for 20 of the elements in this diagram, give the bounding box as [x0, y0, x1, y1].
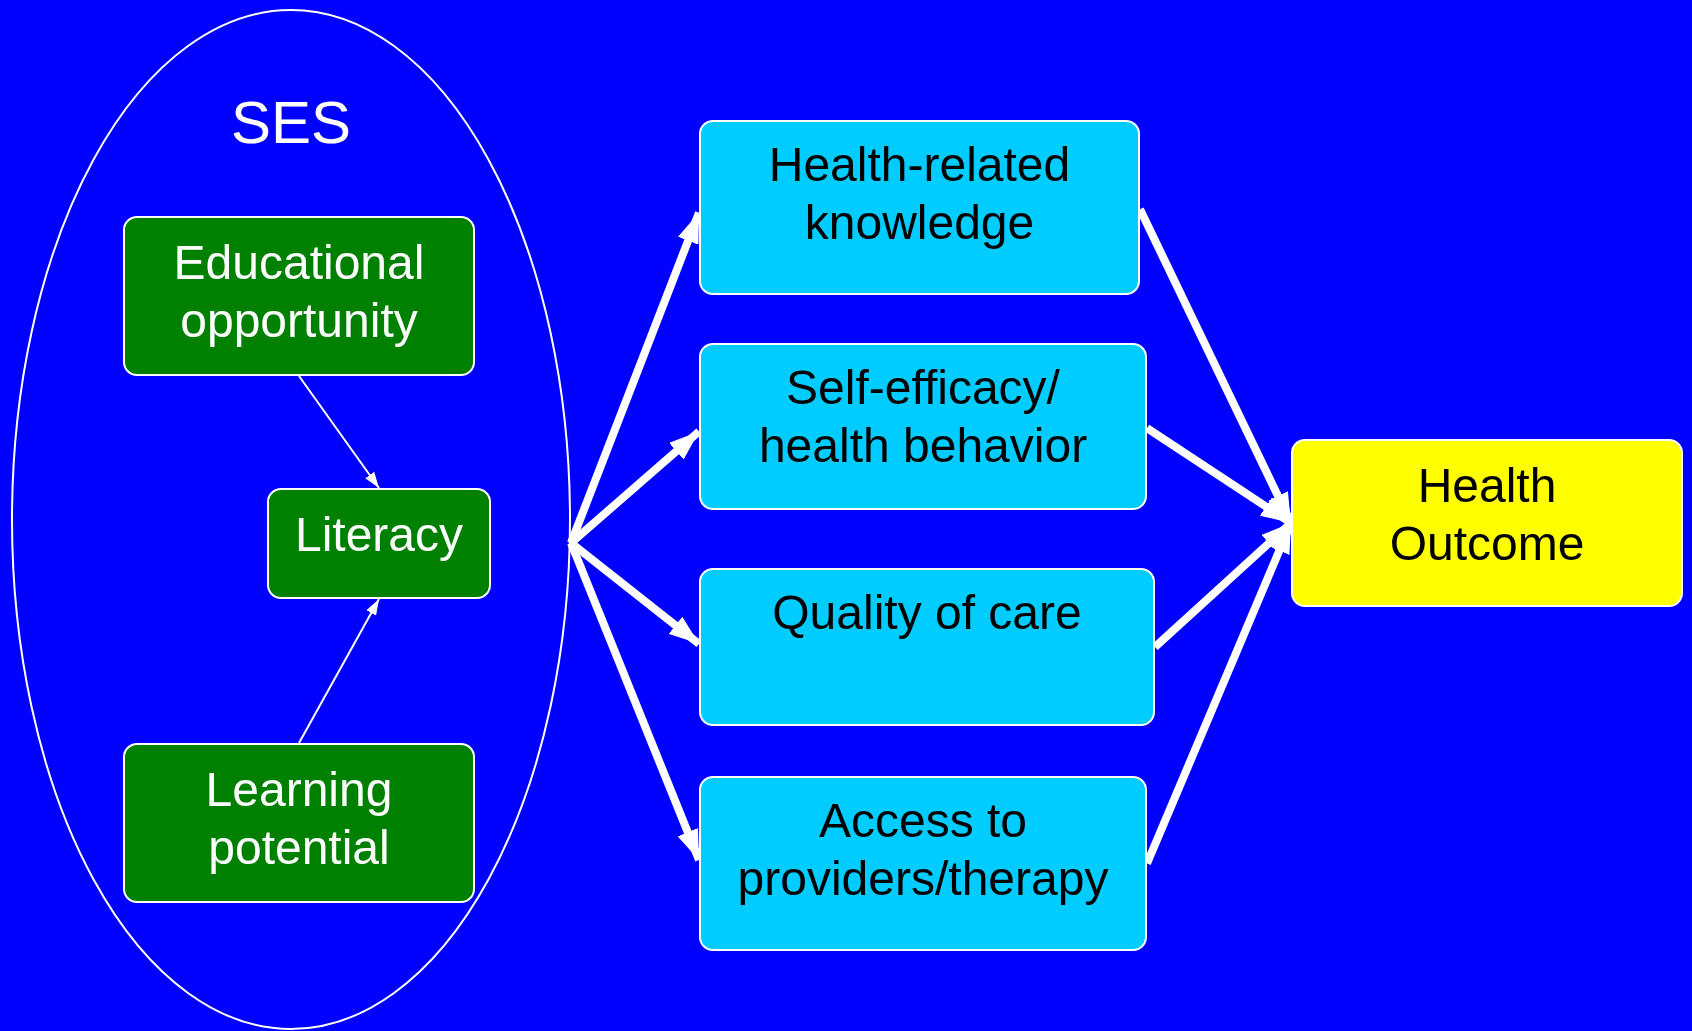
box-label: Educational opportunity — [172, 235, 426, 349]
arrow — [298, 375, 380, 489]
box-label: Literacy — [294, 507, 464, 563]
process-box — [699, 568, 1155, 726]
box-label: Learning potential — [204, 762, 394, 876]
group-title: SES — [230, 88, 352, 158]
box-label: Self-efficacy/ health behavior — [757, 360, 1089, 474]
process-box — [123, 743, 475, 903]
process-box — [699, 120, 1140, 295]
process-box — [123, 216, 475, 376]
arrow — [298, 598, 380, 744]
box-label: Health-related knowledge — [767, 137, 1072, 251]
process-box — [699, 776, 1147, 951]
process-box — [699, 343, 1147, 510]
box-label: Quality of care — [772, 585, 1082, 641]
box-label: Health Outcome — [1388, 458, 1586, 572]
box-label: Access to providers/therapy — [736, 793, 1110, 907]
ses-ellipse — [11, 9, 571, 1030]
outcome-box — [1291, 439, 1683, 607]
process-box — [267, 488, 491, 599]
